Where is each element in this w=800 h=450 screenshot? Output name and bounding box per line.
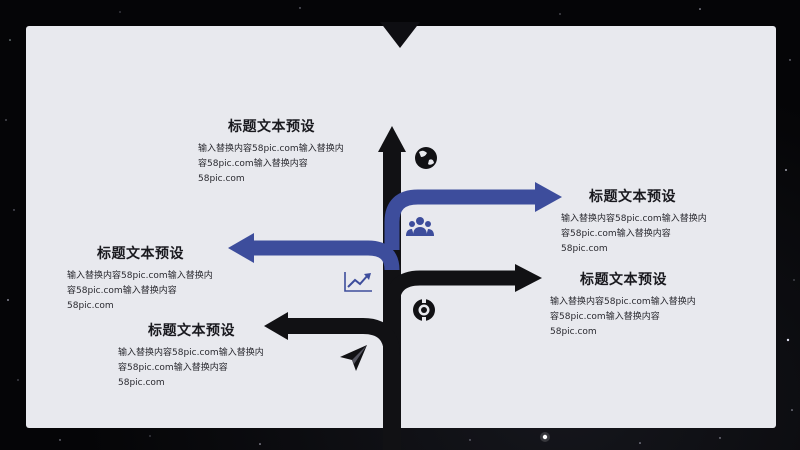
block-body: 输入替换内容58pic.com输入替换内 容58pic.com输入替换内容 58…: [561, 214, 707, 254]
branch-arrow-right-upper-head: [535, 182, 562, 212]
branch-arrow-right-lower: [384, 270, 516, 330]
text-block-top-left: 标题文本预设 输入替换内容58pic.com输入替换内 容58pic.com输入…: [198, 116, 344, 187]
text-block-upper-right: 标题文本预设 输入替换内容58pic.com输入替换内 容58pic.com输入…: [561, 186, 707, 257]
block-title: 标题文本预设: [580, 272, 667, 288]
chart-icon: [344, 272, 372, 292]
block-body: 输入替换内容58pic.com输入替换内 容58pic.com输入替换内容 58…: [198, 144, 344, 184]
text-block-bottom-left: 标题文本预设 输入替换内容58pic.com输入替换内 容58pic.com输入…: [118, 320, 264, 391]
trunk-arrow-head: [378, 126, 406, 152]
text-block-middle-left: 标题文本预设 输入替换内容58pic.com输入替换内 容58pic.com输入…: [67, 243, 213, 314]
paper-plane-icon: [340, 345, 367, 371]
branch-arrow-right-lower-head: [515, 264, 542, 292]
text-block-lower-right: 标题文本预设 输入替换内容58pic.com输入替换内 容58pic.com输入…: [550, 269, 696, 340]
top-notch: [380, 22, 420, 48]
lifebuoy-icon: [413, 299, 435, 321]
block-title: 标题文本预设: [148, 323, 235, 339]
block-body: 输入替换内容58pic.com输入替换内 容58pic.com输入替换内容 58…: [550, 297, 696, 337]
branch-arrow-left-upper-head: [228, 233, 254, 263]
branch-arrow-left-lower-head: [264, 312, 288, 340]
block-title: 标题文本预设: [228, 119, 315, 135]
branch-arrow-right-upper: [384, 189, 536, 250]
people-icon: [406, 217, 434, 236]
branch-arrow-left-lower: [286, 318, 400, 380]
branch-arrow-left-upper: [252, 240, 400, 271]
block-body: 输入替换内容58pic.com输入替换内 容58pic.com输入替换内容 58…: [118, 348, 264, 388]
block-title: 标题文本预设: [589, 189, 676, 205]
block-title: 标题文本预设: [97, 246, 184, 262]
block-body: 输入替换内容58pic.com输入替换内 容58pic.com输入替换内容 58…: [67, 271, 213, 311]
globe-icon: [415, 147, 437, 169]
